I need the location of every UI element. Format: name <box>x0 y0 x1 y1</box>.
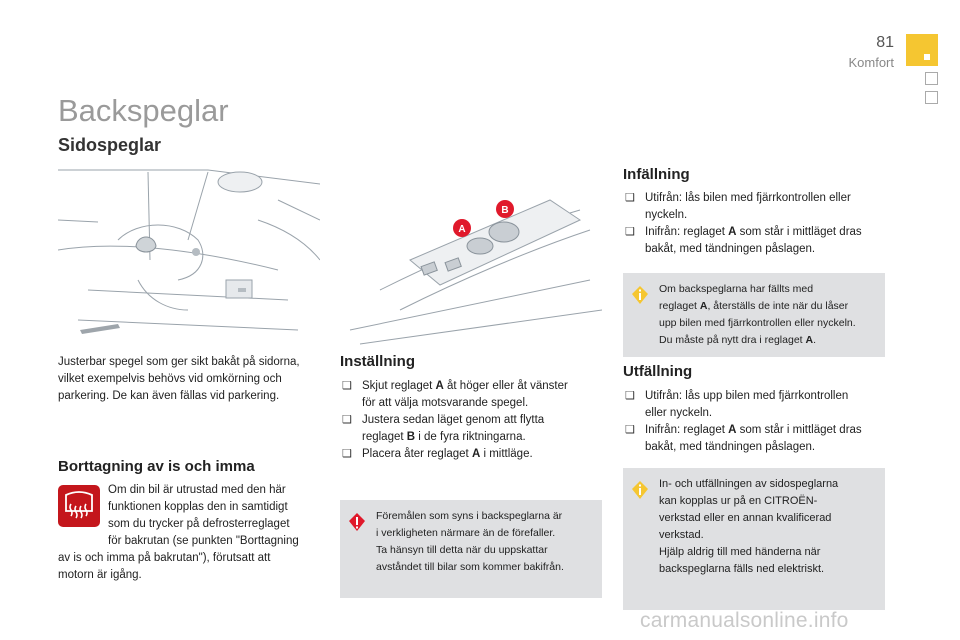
chapter-tab <box>925 91 938 104</box>
page-number: 81 <box>876 34 894 51</box>
adjust-steps: ❑Skjut reglaget A åt höger eller åt väns… <box>340 378 600 463</box>
fold-heading: Infällning <box>623 166 690 183</box>
defrost-text-top: Om din bil är utrustad med den här funkt… <box>108 484 299 547</box>
fold-info-note: Om backspeglarna har fällts med reglaget… <box>623 273 885 357</box>
unfold-steps: ❑Utifrån: lås upp bilen med fjärrkontrol… <box>623 388 888 456</box>
list-item: ❑Inifrån: reglaget A som står i mittläge… <box>625 424 862 453</box>
fold-steps: ❑Utifrån: lås bilen med fjärrkontrollen … <box>623 190 888 258</box>
unfold-heading: Utfällning <box>623 363 693 380</box>
defrost-text-bottom: av is och imma på bakrutan"), förutsatt … <box>58 552 271 581</box>
list-item: ❑Skjut reglaget A åt höger eller åt väns… <box>342 380 568 409</box>
rear-defrost-icon <box>58 485 100 527</box>
adjust-heading: Inställning <box>340 353 415 370</box>
label-b: B <box>501 205 508 216</box>
intro-text: Justerbar spegel som ger sikt bakåt på s… <box>58 356 300 402</box>
info-icon <box>632 286 648 304</box>
label-a: A <box>458 224 465 235</box>
mirror-control-illustration: A B <box>340 160 602 346</box>
section-subtitle: Sidospeglar <box>58 135 162 155</box>
watermark: carmanualsonline.info <box>640 609 849 632</box>
section-name: Komfort <box>848 55 894 70</box>
chapter-tab <box>925 72 938 85</box>
info-icon <box>632 481 648 499</box>
list-item: ❑Inifrån: reglaget A som står i mittläge… <box>625 226 862 255</box>
unfold-info-note: In- och utfällningen av sidospeglarna ka… <box>623 468 885 610</box>
warning-note: Föremålen som syns i backspeglarna är i … <box>340 500 602 598</box>
list-item: ❑Placera åter reglaget A i mittläge. <box>342 448 533 460</box>
defrost-heading: Borttagning av is och imma <box>58 458 255 475</box>
page-title: Backspeglar <box>58 93 229 128</box>
chapter-tab-active <box>906 34 938 66</box>
dashboard-mirror-illustration <box>58 160 320 346</box>
list-item: ❑Utifrån: lås upp bilen med fjärrkontrol… <box>625 390 849 419</box>
list-item: ❑Utifrån: lås bilen med fjärrkontrollen … <box>625 192 851 221</box>
warning-icon <box>349 513 365 531</box>
